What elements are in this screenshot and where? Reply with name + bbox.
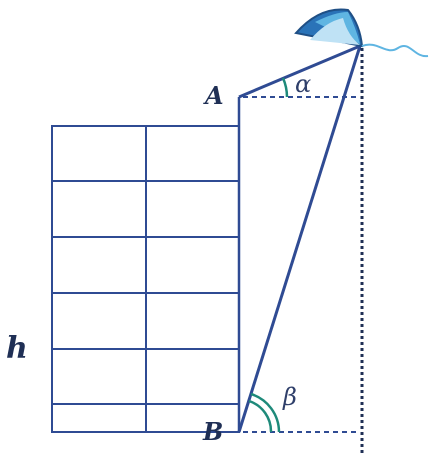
angle-beta-arc-outer	[250, 392, 281, 433]
height-label: h	[6, 331, 28, 366]
point-b-label: B	[202, 417, 223, 446]
angle-alpha-label: α	[295, 70, 311, 98]
kite-icon	[294, 8, 429, 58]
kite-panel-pale	[310, 18, 360, 45]
building	[51, 125, 240, 433]
angle-beta-label: β	[282, 383, 297, 411]
angle-alpha-arc	[281, 77, 289, 98]
kite-tail	[361, 43, 429, 58]
sight-line-b	[237, 45, 362, 433]
sight-line-a	[238, 44, 361, 99]
point-a-label: A	[203, 81, 224, 110]
angle-beta-arc-inner	[248, 399, 273, 433]
